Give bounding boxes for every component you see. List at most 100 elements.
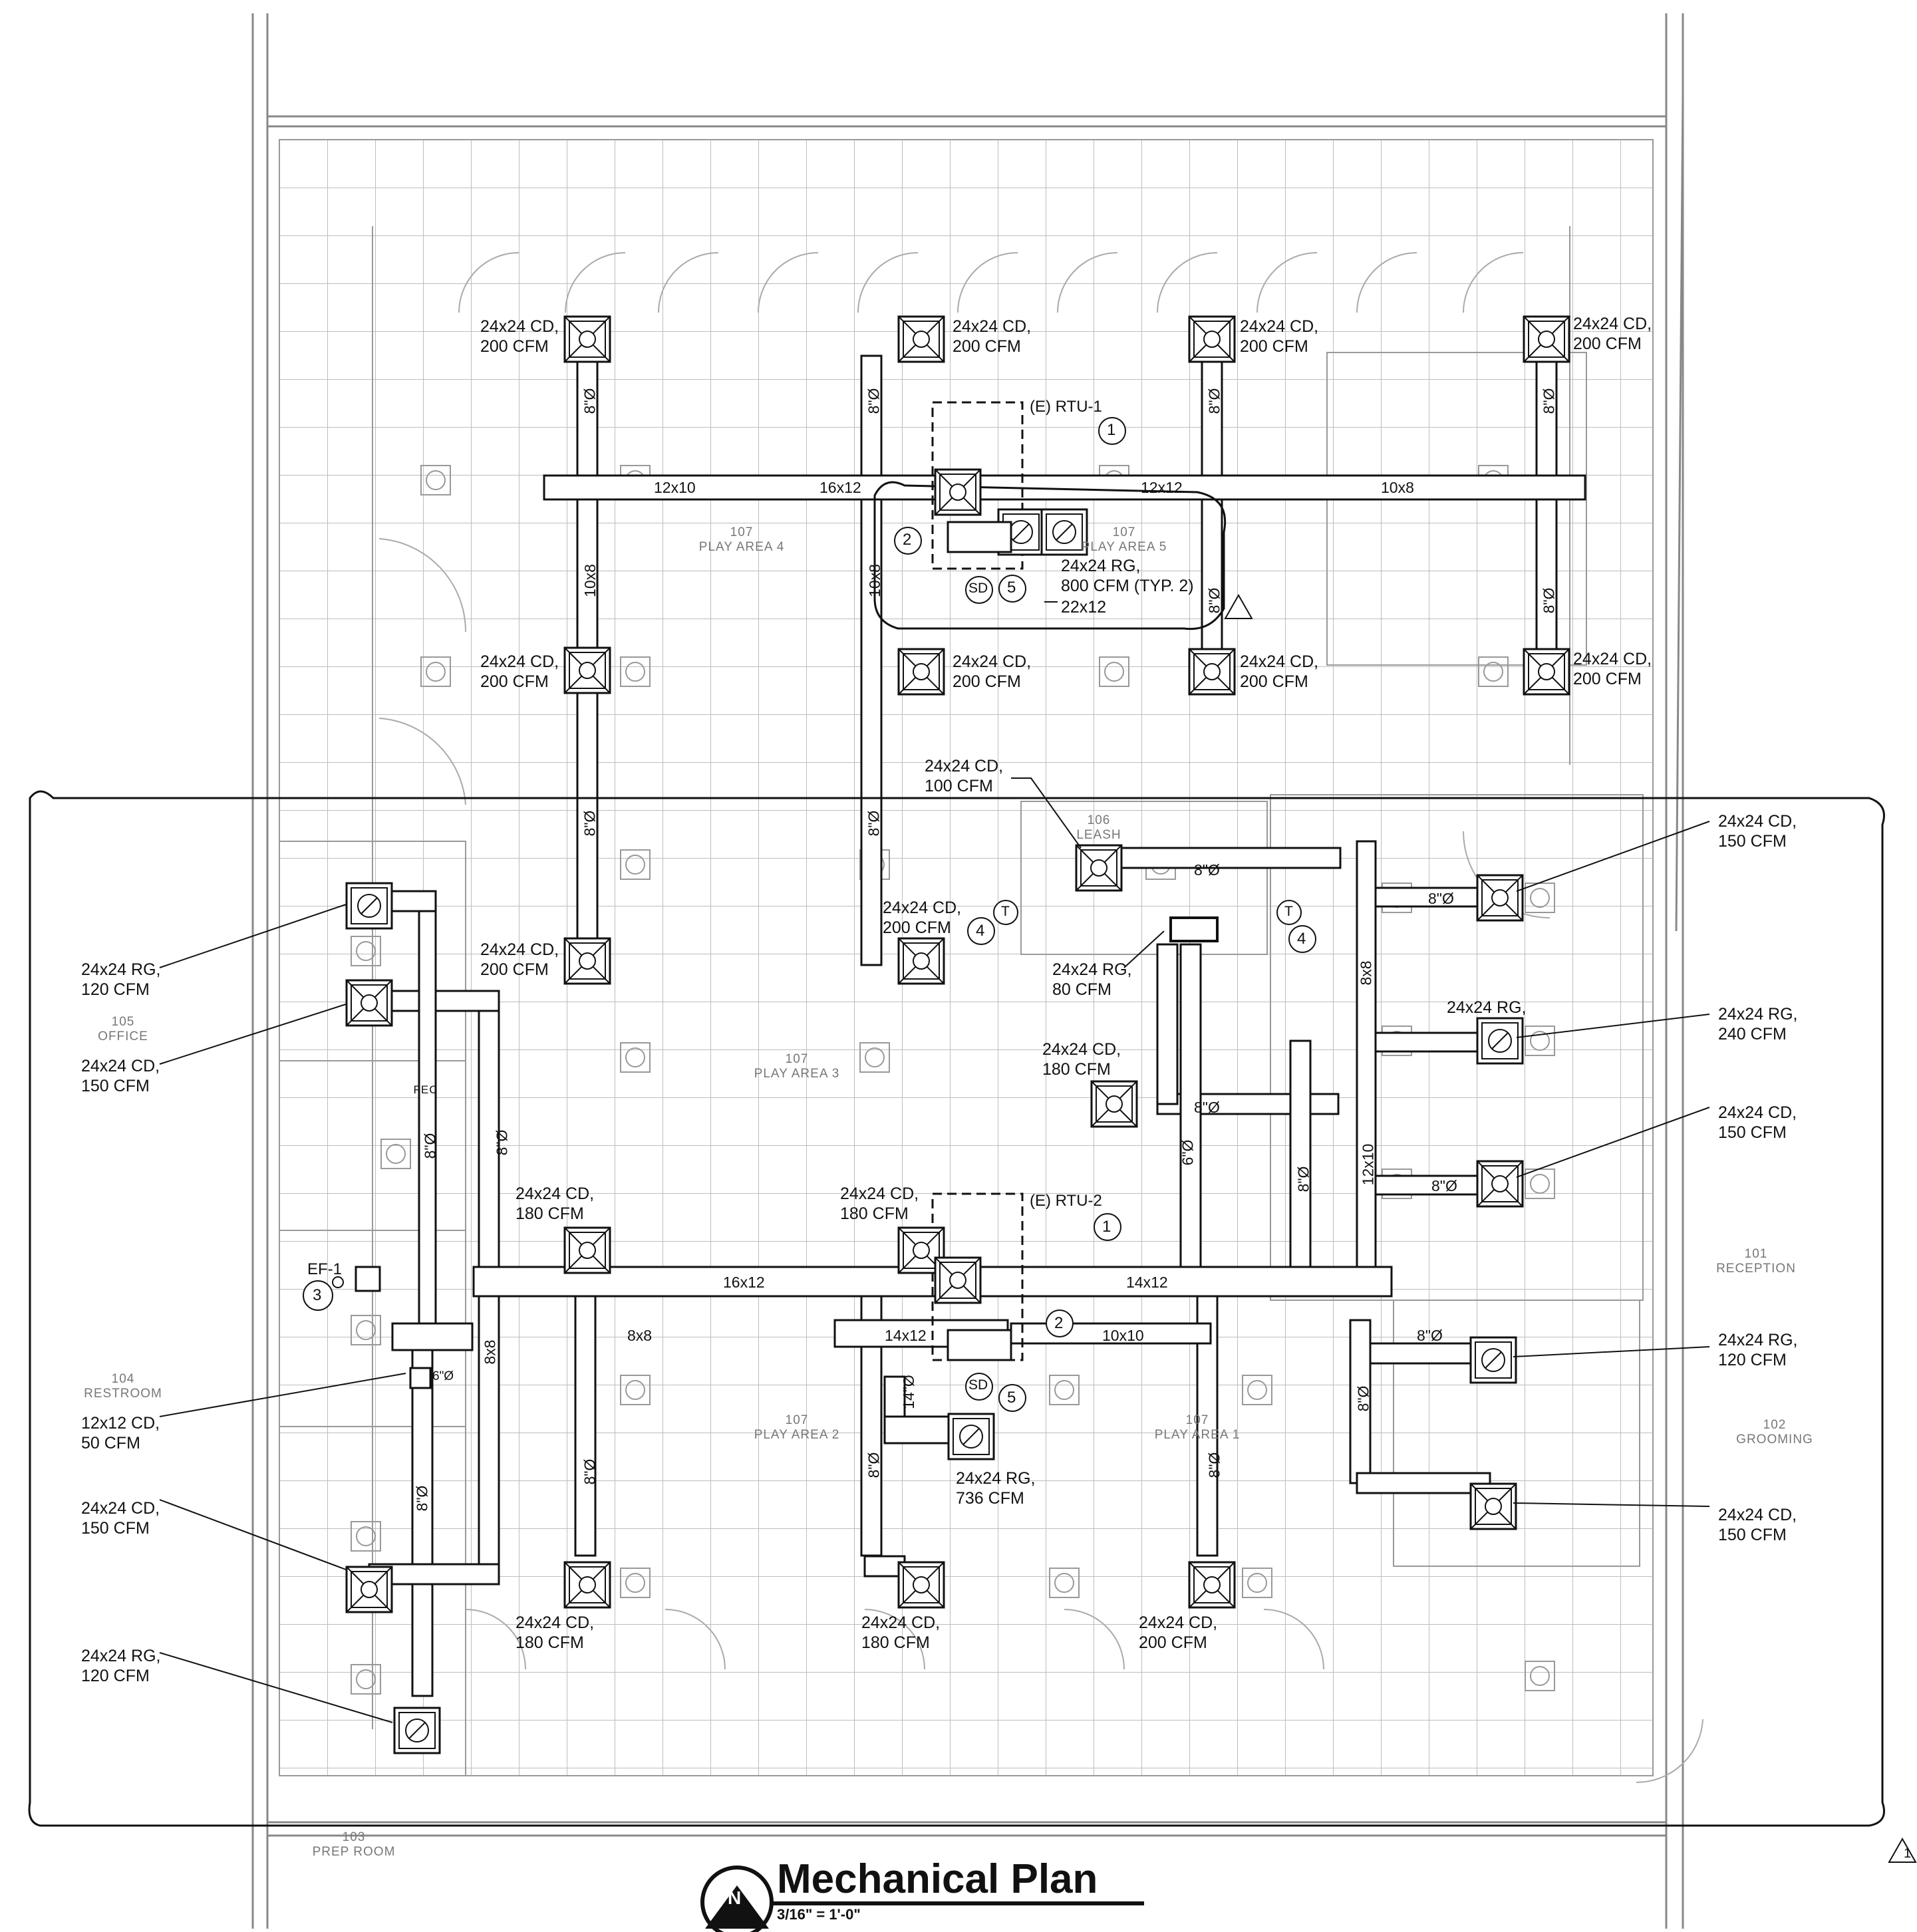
duct-size: 8"Ø xyxy=(1194,1099,1220,1116)
callout-duct: 22x12 xyxy=(1061,598,1107,617)
tag-1a: 1 xyxy=(1107,421,1116,439)
duct-size: 8"Ø xyxy=(581,1458,599,1485)
room-name: PLAY AREA 3 xyxy=(754,1067,840,1081)
duct-size: 8"Ø xyxy=(1540,587,1558,614)
duct-size: 10x8 xyxy=(1381,479,1414,496)
callout-cd: 24x24 CD, 150 CFM xyxy=(81,1057,160,1095)
room-name: OFFICE xyxy=(98,1030,148,1043)
duct-size: 8x8 xyxy=(481,1339,499,1365)
duct-size: 14"Ø xyxy=(899,1375,917,1409)
tag-5b: 5 xyxy=(1007,1389,1016,1407)
ceiling-grid xyxy=(279,139,1654,1776)
callout-cd: 24x24 CD, 200 CFM xyxy=(1573,650,1652,688)
callout-cd: 24x24 CD, 180 CFM xyxy=(840,1184,919,1223)
callout-cd: 24x24 CD, 200 CFM xyxy=(953,652,1032,691)
duct-size: 8"Ø xyxy=(1294,1166,1312,1192)
room-name: GROOMING xyxy=(1736,1433,1813,1447)
duct-size: 6"Ø xyxy=(1179,1139,1197,1166)
callout-rg: 24x24 RG, 800 CFM (TYP. 2) xyxy=(1061,557,1194,595)
rtu2-label: (E) RTU-2 xyxy=(1030,1192,1102,1210)
callout-cd: 24x24 CD, 150 CFM xyxy=(1718,1506,1797,1544)
room-name: PREP ROOM xyxy=(312,1845,396,1859)
room-name: PLAY AREA 5 xyxy=(1081,540,1167,554)
room-number: 107 xyxy=(785,1052,809,1066)
room-name: PLAY AREA 1 xyxy=(1154,1428,1241,1442)
leaders xyxy=(159,601,1710,1723)
tag-4b: 4 xyxy=(1297,930,1306,948)
callout-cd: 24x24 CD, 200 CFM xyxy=(883,898,962,937)
room-name: LEASH xyxy=(1076,828,1121,842)
tag-1b: 1 xyxy=(1102,1218,1111,1236)
duct-size: 8"Ø xyxy=(1205,388,1223,414)
room-number: 107 xyxy=(1112,525,1136,539)
tag-2b: 2 xyxy=(1054,1314,1064,1332)
callout-cd: 24x24 CD, 200 CFM xyxy=(1139,1613,1218,1652)
room-number: 107 xyxy=(1185,1413,1209,1427)
callout-cd: 24x24 CD, 180 CFM xyxy=(516,1184,595,1223)
callout-cd: 24x24 CD, 150 CFM xyxy=(81,1499,160,1538)
callout-cd: 24x24 CD, 150 CFM xyxy=(1718,812,1797,851)
drawing-title: Mechanical Plan xyxy=(777,1856,1098,1902)
callout-cd: 24x24 CD, 200 CFM xyxy=(480,317,559,356)
duct-size: 8"Ø xyxy=(865,810,883,837)
fec-label: FEC xyxy=(413,1083,438,1096)
revision-clouds xyxy=(28,481,1885,1827)
room-number: 105 xyxy=(111,1015,135,1029)
duct-size: 6"Ø xyxy=(432,1369,454,1383)
callout-cd: 24x24 CD, 200 CFM xyxy=(1240,317,1319,356)
room-number: 104 xyxy=(111,1372,135,1386)
tag-4a: 4 xyxy=(976,922,985,940)
duct-size: 8x8 xyxy=(1357,960,1375,986)
room-number: 106 xyxy=(1087,813,1111,827)
duct-size: 10x10 xyxy=(1102,1327,1144,1344)
room-number: 103 xyxy=(342,1830,366,1844)
room-number: 107 xyxy=(785,1413,809,1427)
callout-rg: 24x24 RG, 736 CFM xyxy=(956,1469,1036,1508)
tag-t-b: T xyxy=(1284,904,1293,919)
callout-cd: 24x24 CD, 180 CFM xyxy=(516,1613,595,1652)
tag-sd-a: SD xyxy=(968,581,988,596)
duct-size: 8"Ø xyxy=(493,1129,511,1156)
callout-cd: 24x24 CD, 180 CFM xyxy=(1042,1040,1121,1079)
tag-3: 3 xyxy=(313,1286,322,1304)
room-name: RECEPTION xyxy=(1716,1262,1796,1276)
duct-size: 8"Ø xyxy=(1431,1177,1457,1194)
duct-size: 8"Ø xyxy=(1540,388,1558,414)
duct-size: 8"Ø xyxy=(865,388,883,414)
room-number: 107 xyxy=(730,525,754,539)
duct-size: 10x8 xyxy=(865,564,883,597)
duct-size: 8"Ø xyxy=(1417,1327,1443,1344)
north-arrow xyxy=(700,1865,1144,1932)
duct-size: 12x12 xyxy=(1141,479,1183,496)
duct-size: 12x10 xyxy=(1359,1143,1377,1186)
callout-cd: 24x24 CD, 200 CFM xyxy=(1573,315,1652,353)
duct-size: 10x8 xyxy=(581,564,599,597)
room-name: PLAY AREA 2 xyxy=(754,1428,840,1442)
callout-rg: 24x24 RG, 120 CFM xyxy=(81,1647,161,1685)
callout-rg: 24x24 RG, xyxy=(1447,998,1527,1017)
room-name: RESTROOM xyxy=(84,1387,162,1401)
duct-size: 8"Ø xyxy=(581,810,599,837)
callout-cd: 24x24 CD, 200 CFM xyxy=(953,317,1032,356)
duct-size: 12x10 xyxy=(654,479,696,496)
callout-cd: 12x12 CD, 50 CFM xyxy=(81,1414,160,1452)
duct-size: 8"Ø xyxy=(413,1485,431,1512)
duct-size: 8"Ø xyxy=(421,1133,439,1159)
room-number: 101 xyxy=(1744,1247,1768,1261)
building-walls xyxy=(251,13,1684,1929)
callout-rg: 24x24 RG, 80 CFM xyxy=(1052,960,1132,999)
north-label: N xyxy=(728,1887,742,1908)
duct-size: 14x12 xyxy=(885,1327,927,1344)
tag-sd-b: SD xyxy=(968,1377,988,1393)
callout-cd: 24x24 CD, 200 CFM xyxy=(480,940,559,979)
drawing-scale: 3/16" = 1'-0" xyxy=(777,1906,861,1923)
callout-rg: 24x24 RG, 240 CFM xyxy=(1718,1005,1798,1043)
duct-size: 16x12 xyxy=(819,479,861,496)
